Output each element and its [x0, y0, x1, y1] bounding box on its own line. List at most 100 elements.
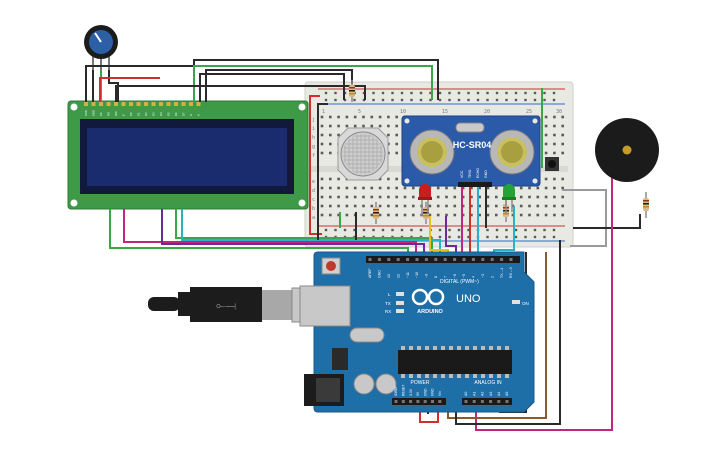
wire-black [85, 59, 439, 102]
col-number: 5 [358, 109, 361, 115]
transducer-right-icon [489, 129, 535, 175]
analog-pin[interactable] [489, 400, 493, 403]
power-pin-label: 5V [416, 391, 420, 396]
digital-pin[interactable] [500, 258, 504, 261]
analog-pin[interactable] [464, 400, 468, 403]
power-header-label: POWER [411, 380, 430, 386]
potentiometer[interactable] [84, 25, 118, 70]
wire-gray [562, 189, 607, 247]
lcd-pin-label: V0 [99, 112, 103, 116]
lcd-pin[interactable] [136, 102, 141, 106]
power-pin[interactable] [423, 400, 427, 403]
arduino-model-label: UNO [456, 293, 481, 305]
green-led[interactable] [502, 184, 516, 214]
analog-pin-label: A3 [489, 392, 493, 396]
power-pin-label: RESET [402, 385, 406, 396]
digital-pin[interactable] [377, 258, 381, 261]
lcd-pin[interactable] [84, 102, 88, 106]
digital-pin[interactable] [453, 258, 457, 261]
power-pin[interactable] [409, 400, 413, 403]
wire-magenta [123, 209, 417, 256]
microcontroller-chip [398, 350, 512, 374]
power-pin-label: 3.3V [409, 388, 413, 396]
digital-pin[interactable] [424, 258, 428, 261]
lcd-pin[interactable] [106, 102, 111, 106]
lcd-pin[interactable] [174, 102, 178, 106]
pin-label: GND [484, 170, 488, 178]
lcd-pin[interactable] [159, 102, 163, 106]
lcd-pin-label: K [197, 114, 201, 116]
analog-header[interactable] [462, 398, 512, 405]
power-pin[interactable] [438, 400, 442, 403]
lcd-pin[interactable] [166, 102, 171, 106]
digital-pin[interactable] [462, 258, 466, 261]
breadboard-row-labels: j i h g f e d c b a [312, 117, 315, 221]
lcd-pin-label: VDD [92, 110, 96, 116]
pushbutton[interactable] [545, 157, 559, 171]
wire-red [99, 77, 160, 102]
digital-pin-label: ~5 [462, 274, 466, 278]
lcd-pin[interactable] [181, 102, 186, 106]
red-led[interactable] [418, 184, 432, 216]
digital-pin[interactable] [443, 258, 447, 261]
power-pin[interactable] [431, 400, 434, 403]
digital-pin[interactable] [368, 258, 372, 261]
reset-button[interactable] [326, 261, 336, 271]
lcd-pin[interactable] [114, 102, 118, 106]
led-icon [503, 184, 515, 198]
arduino-led-labels: L TX RX [385, 292, 391, 314]
analog-pin[interactable] [480, 400, 484, 403]
analog-pin-label: A2 [481, 392, 485, 396]
power-pin[interactable] [401, 400, 405, 403]
row-label-e: e [312, 179, 315, 185]
led-label-l: L [388, 292, 391, 297]
analog-pin-label: A4 [497, 392, 501, 396]
arduino-logo-icon [411, 288, 445, 306]
col-number: 1 [322, 109, 325, 115]
digital-pin-label: ~10 [415, 272, 419, 278]
led-icon [419, 184, 431, 198]
piezo-buzzer[interactable] [595, 118, 659, 182]
lcd-pin-label: D6 [174, 112, 178, 116]
digital-pin[interactable] [481, 258, 485, 261]
digital-pin-label: 4 [472, 276, 476, 278]
analog-pin[interactable] [505, 400, 509, 403]
digital-pin[interactable] [471, 258, 475, 261]
analog-pin[interactable] [472, 400, 476, 403]
digital-header[interactable] [366, 256, 520, 263]
lcd-pin[interactable] [189, 102, 193, 106]
lcd-pin[interactable] [196, 102, 201, 106]
power-pin[interactable] [416, 400, 420, 403]
digital-pin[interactable] [396, 258, 400, 261]
lcd-pin[interactable] [121, 102, 126, 106]
digital-pin[interactable] [415, 258, 419, 261]
wire-purple [445, 216, 457, 256]
lcd-screen [87, 128, 287, 186]
digital-pin[interactable] [509, 258, 513, 261]
digital-pin-label: ~6 [453, 274, 457, 278]
analog-pin-label: A5 [505, 392, 509, 396]
digital-pin[interactable] [434, 258, 438, 261]
gas-sensor[interactable] [337, 127, 389, 181]
power-pin[interactable] [394, 400, 398, 403]
lcd-pin[interactable] [151, 102, 156, 106]
digital-pin[interactable] [490, 258, 494, 261]
analog-pin[interactable] [497, 400, 501, 403]
col-number: 15 [442, 109, 448, 115]
col-number: 10 [400, 109, 406, 115]
digital-pin[interactable] [387, 258, 391, 261]
chip-pins [401, 346, 509, 378]
lcd-pin[interactable] [129, 102, 133, 106]
on-led-label: ON [522, 301, 529, 306]
lcd-pin[interactable] [99, 102, 103, 106]
digital-pin[interactable] [406, 258, 410, 261]
lcd-pin[interactable] [144, 102, 148, 106]
lcd-pin[interactable] [91, 102, 96, 106]
ultrasonic-sensor[interactable]: HC-SR04 VCC TRIG ECHO GND [401, 115, 541, 187]
analog-pin-label: A1 [472, 392, 476, 396]
digital-pin-label: GND [378, 270, 382, 278]
